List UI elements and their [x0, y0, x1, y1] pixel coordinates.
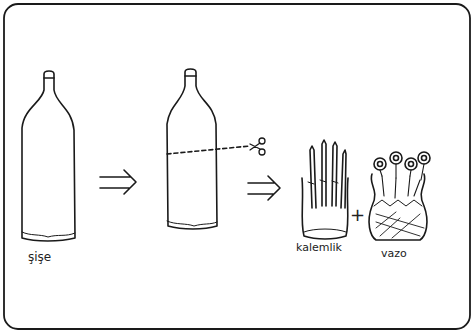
vase	[369, 152, 430, 240]
item-label: kalemlik	[296, 241, 342, 254]
bottle	[22, 71, 75, 241]
plus-sign: +	[350, 204, 365, 225]
pencil-holder	[302, 140, 348, 239]
bottle-cap-line	[185, 75, 196, 77]
bottle-base	[22, 232, 75, 237]
double-arrow	[100, 170, 136, 194]
cut-line	[167, 146, 250, 154]
frame-border	[4, 4, 470, 329]
item-label: şişe	[28, 250, 51, 264]
bottle	[167, 69, 217, 229]
item-label: vazo	[381, 247, 407, 260]
scissors-symbol	[250, 138, 265, 155]
bottle-base	[167, 221, 217, 226]
bottle-cap-line	[44, 77, 54, 79]
double-arrow	[248, 176, 280, 200]
